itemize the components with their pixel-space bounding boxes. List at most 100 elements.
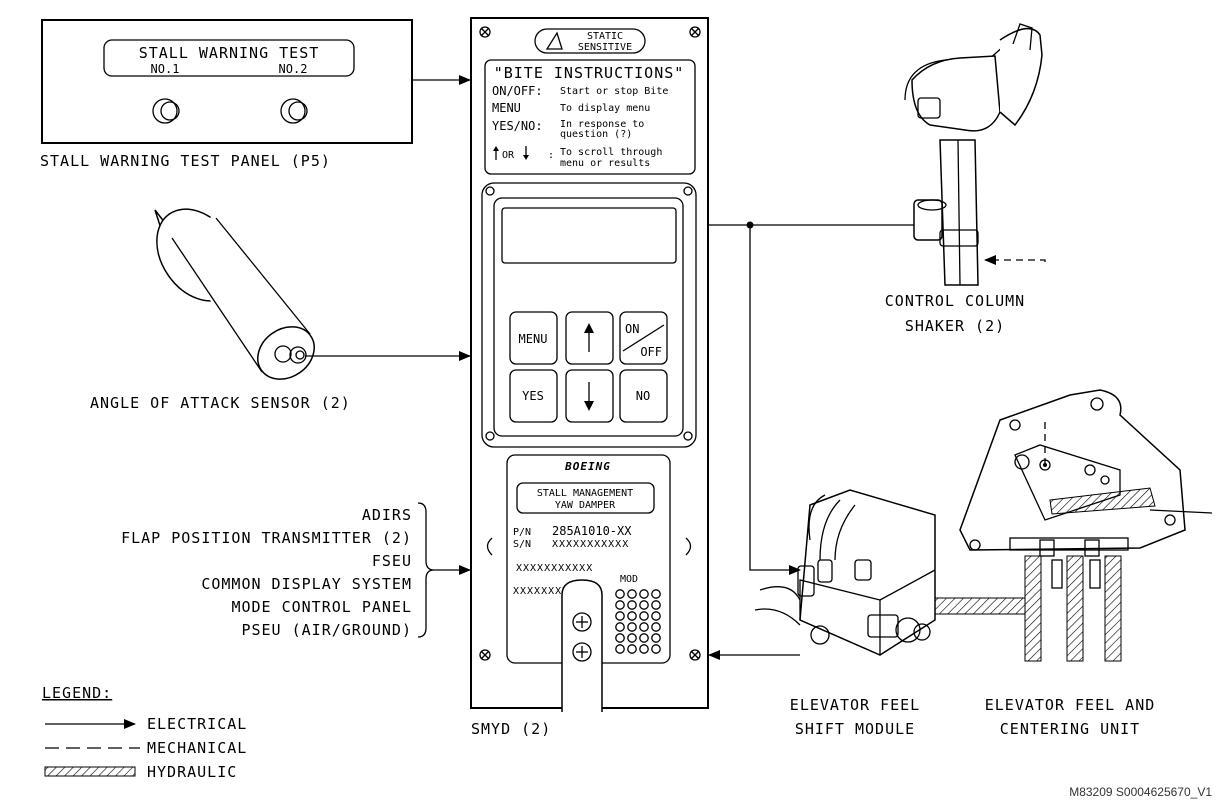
- svg-text:YES/NO:: YES/NO:: [492, 119, 543, 133]
- svg-text:OR: OR: [502, 150, 515, 161]
- mod-indicator: [651, 600, 661, 610]
- feel-shift-caption-line2: SHIFT MODULE: [795, 720, 915, 738]
- svg-text:YES: YES: [522, 389, 544, 403]
- svg-text:S/N: S/N: [513, 539, 531, 550]
- mod-indicator: [627, 600, 637, 610]
- feel-centering-caption-line1: ELEVATOR FEEL AND: [985, 696, 1156, 714]
- feel-centering-caption-line2: CENTERING UNIT: [1000, 720, 1140, 738]
- legend-hydraulic-swatch: [44, 766, 136, 777]
- svg-text:ON/OFF:: ON/OFF:: [492, 84, 543, 98]
- scroll-up-button[interactable]: [565, 311, 614, 365]
- svg-text:STATIC: STATIC: [587, 31, 623, 42]
- mod-indicator: [651, 622, 661, 632]
- figure-id: M83209 S0004625670_V1: [1069, 785, 1212, 799]
- warning-triangle-icon: [545, 31, 563, 50]
- plate-title-line1: STALL MANAGEMENT: [537, 488, 633, 499]
- mod-indicator: [627, 644, 637, 654]
- mod-indicator: [615, 600, 625, 610]
- elevator-feel-shift-module-illustration: [754, 489, 936, 656]
- mod-indicator: [651, 611, 661, 621]
- mod-indicator: [639, 589, 649, 599]
- mod-indicator: [615, 644, 625, 654]
- smyd-caption: SMYD (2): [471, 720, 551, 738]
- input-label: ADIRS: [362, 506, 412, 524]
- hydraulic-lines: [924, 555, 1122, 662]
- legend: LEGEND: ELECTRICAL MECHANICAL HYDRAULIC: [42, 684, 247, 781]
- mod-indicator: [639, 600, 649, 610]
- arrow-down-icon: [584, 401, 594, 411]
- on-off-button[interactable]: ON OFF: [619, 311, 668, 365]
- input-label: FLAP POSITION TRANSMITTER (2): [121, 529, 412, 547]
- screw-icon: [689, 649, 701, 661]
- mod-indicator: [651, 589, 661, 599]
- svg-text:question (?): question (?): [560, 129, 632, 140]
- svg-text:NO: NO: [636, 389, 650, 403]
- mod-indicator: [615, 589, 625, 599]
- bite-instructions-panel: "BITE INSTRUCTIONS" ON/OFF: Start or sto…: [484, 59, 696, 175]
- legend-mechanical-label: MECHANICAL: [147, 739, 247, 757]
- mod-indicator: [627, 611, 637, 621]
- svg-text:To scroll through: To scroll through: [560, 147, 662, 158]
- screw-icon: [479, 649, 491, 661]
- mod-indicator: [615, 633, 625, 643]
- svg-text:ON: ON: [625, 322, 639, 336]
- mod-indicator: [639, 644, 649, 654]
- smyd-unit: STATIC SENSITIVE "BITE INSTRUCTIONS" ON/…: [470, 17, 709, 712]
- mod-indicator: [627, 633, 637, 643]
- menu-button[interactable]: MENU: [509, 311, 558, 365]
- svg-text:In response to: In response to: [560, 119, 644, 130]
- input-label: PSEU (AIR/GROUND): [241, 621, 412, 639]
- screw-icon: [689, 26, 701, 38]
- screw-icon: [479, 26, 491, 38]
- electrical-lines-smyd-out: [708, 220, 926, 660]
- svg-text:XXXXXXXXXXX: XXXXXXXXXXX: [516, 563, 593, 574]
- arrow-down-icon: [523, 146, 529, 160]
- inputs-list: ADIRS FLAP POSITION TRANSMITTER (2) FSEU…: [121, 502, 435, 639]
- svg-text:BOEING: BOEING: [564, 460, 611, 473]
- mod-indicator: [651, 633, 661, 643]
- screw-icon: [683, 431, 693, 441]
- stall-panel-title: STALL WARNING TEST: [139, 44, 320, 62]
- arrow-up-icon: [584, 323, 594, 333]
- scroll-down-button[interactable]: [565, 369, 614, 423]
- arrow-up-icon: [493, 146, 499, 160]
- svg-text:Start or stop Bite: Start or stop Bite: [560, 86, 668, 97]
- mod-indicator: [639, 611, 649, 621]
- no-button[interactable]: NO: [619, 369, 668, 423]
- screw-icon: [485, 186, 495, 196]
- aoa-sensor-caption: ANGLE OF ATTACK SENSOR (2): [90, 394, 351, 412]
- mod-indicator: [639, 633, 649, 643]
- nameplate: BOEING STALL MANAGEMENT YAW DAMPER P/N 2…: [486, 454, 692, 712]
- mod-indicator: [615, 611, 625, 621]
- stall-panel-no1: NO.1: [151, 62, 180, 76]
- display-window: [501, 207, 677, 264]
- svg-text:To display menu: To display menu: [560, 103, 650, 114]
- svg-text:MENU: MENU: [519, 332, 548, 346]
- mounting-strap: [561, 579, 603, 712]
- screw-icon: [683, 186, 693, 196]
- input-label: MODE CONTROL PANEL: [231, 598, 412, 616]
- keypad-housing: [481, 182, 697, 448]
- svg-text:MENU: MENU: [492, 101, 521, 115]
- svg-text:285A1010-XX: 285A1010-XX: [552, 524, 632, 538]
- stall-panel-no2: NO.2: [279, 62, 308, 76]
- stall-warning-test-panel: STALL WARNING TEST NO.1 NO.2: [41, 19, 413, 144]
- yes-button[interactable]: YES: [509, 369, 558, 423]
- input-label: FSEU: [372, 552, 412, 570]
- test-switch-no2[interactable]: [280, 98, 308, 124]
- boeing-logo: BOEING: [552, 460, 624, 473]
- svg-text:SENSITIVE: SENSITIVE: [578, 42, 632, 53]
- mechanical-line-shaker: [984, 255, 1046, 265]
- elevator-feel-centering-unit-illustration: [959, 389, 1213, 557]
- shaker-caption-line2: SHAKER (2): [905, 317, 1005, 335]
- control-column-shaker-illustration: [904, 23, 1043, 286]
- bite-title: "BITE INSTRUCTIONS": [494, 64, 685, 82]
- svg-text::: :: [548, 150, 554, 161]
- static-sensitive-badge: STATIC SENSITIVE: [534, 28, 646, 54]
- shaker-caption-line1: CONTROL COLUMN: [885, 292, 1025, 310]
- input-label: COMMON DISPLAY SYSTEM: [201, 575, 412, 593]
- test-switch-no1[interactable]: [152, 98, 180, 124]
- legend-title: LEGEND:: [42, 684, 112, 702]
- stall-panel-caption: STALL WARNING TEST PANEL (P5): [40, 152, 331, 170]
